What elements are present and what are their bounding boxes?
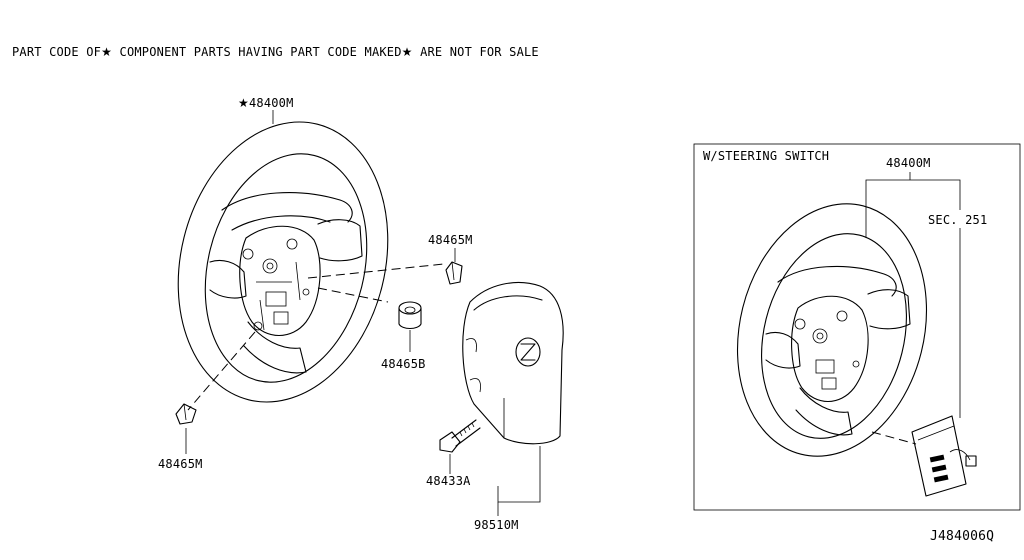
bolt-part — [439, 419, 481, 453]
callout-nut: 48465B — [381, 357, 426, 371]
inset-bracket — [865, 179, 961, 238]
inset-frame — [693, 143, 1021, 511]
header-note: PART CODE OF★ COMPONENT PARTS HAVING PAR… — [12, 45, 539, 59]
callout-wheel-main: ★48400M — [238, 96, 294, 110]
diagram-id: J484006Q — [930, 529, 995, 544]
header-note-part3: ARE NOT FOR SALE — [420, 45, 539, 59]
inset-section-ref: SEC. 251 — [928, 213, 988, 227]
dash-switch — [871, 431, 917, 445]
callout-wheel-main-code: 48400M — [248, 96, 294, 110]
callout-cap-upper: 48465M — [428, 233, 473, 247]
star-icon: ★ — [101, 45, 113, 59]
star-icon: ★ — [401, 45, 413, 59]
dash-cap-upper — [307, 263, 445, 279]
dash-cap-lower — [187, 331, 256, 411]
steering-wheel-main — [177, 121, 389, 403]
cap-lower-part — [175, 403, 197, 425]
callout-bolt: 48433A — [426, 474, 471, 488]
airbag-module — [462, 282, 564, 445]
callout-airbag: 98510M — [474, 518, 519, 532]
inset-title: W/STEERING SWITCH — [703, 149, 830, 163]
header-note-part1: PART CODE OF — [12, 45, 102, 59]
steering-wheel-switch — [736, 203, 928, 457]
nut-part — [398, 301, 422, 330]
bracket-airbag — [497, 446, 541, 503]
inset-callout-wheel: 48400M — [886, 156, 931, 170]
star-icon: ★ — [238, 96, 249, 110]
dash-nut — [317, 287, 389, 303]
steering-switch-unit — [911, 415, 977, 497]
header-note-part2: COMPONENT PARTS HAVING PART CODE MAKED — [119, 45, 402, 59]
cap-upper-part — [445, 261, 463, 285]
callout-cap-lower: 48465M — [158, 457, 203, 471]
